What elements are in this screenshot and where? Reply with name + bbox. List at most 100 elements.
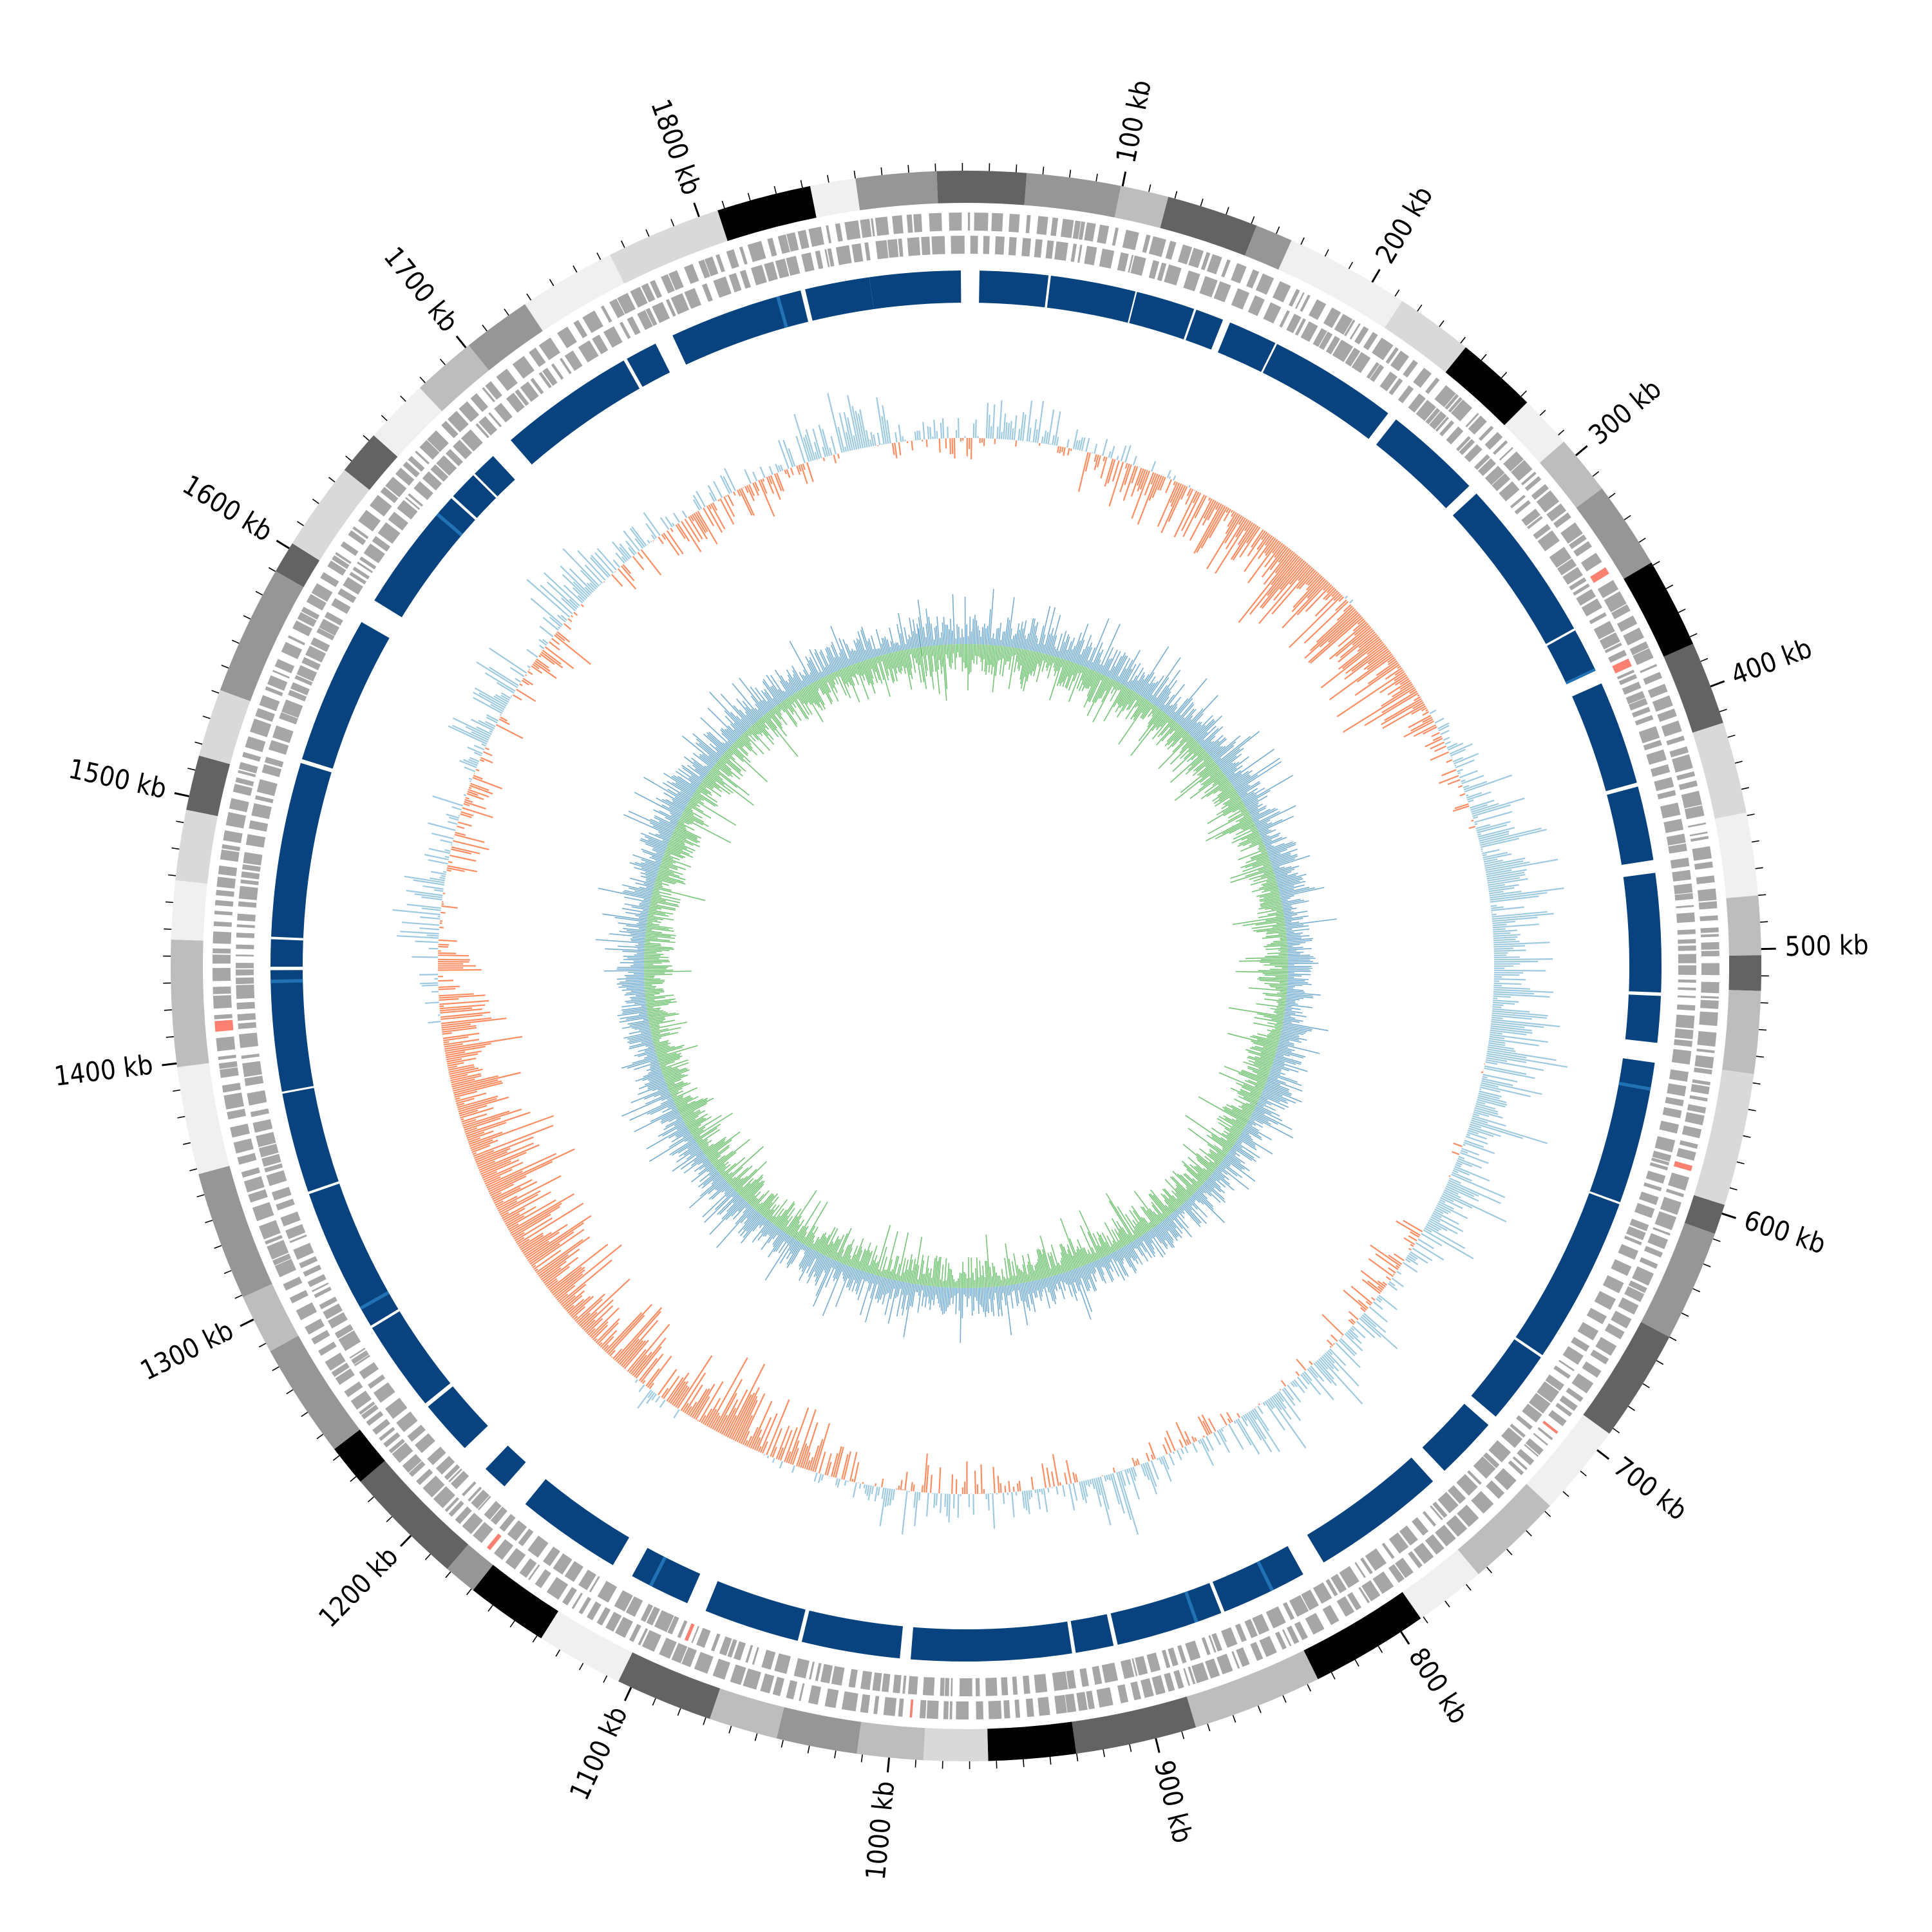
- gc-content-bar: [1065, 1460, 1072, 1484]
- gc-skew-bar: [669, 839, 696, 851]
- gc-skew-bar: [1215, 1168, 1229, 1180]
- gene-feature: [913, 214, 923, 232]
- gc-content-bar: [1191, 1435, 1195, 1443]
- gc-skew-bar: [624, 974, 645, 976]
- gc-skew-bar: [1287, 990, 1305, 993]
- gc-skew-bar: [764, 1224, 775, 1237]
- gc-content-bar: [1421, 707, 1427, 712]
- gc-skew-bar: [1037, 652, 1041, 664]
- gc-content-bar: [500, 716, 508, 722]
- gc-content-bar: [1004, 1486, 1007, 1493]
- gc-content-bar: [670, 1381, 687, 1405]
- gc-content-bar: [1326, 1351, 1359, 1387]
- gene-feature: [1379, 372, 1397, 392]
- gc-content-bar: [688, 516, 703, 540]
- gc-skew-bar: [1213, 774, 1226, 784]
- gc-skew-bar: [1275, 1054, 1302, 1063]
- gc-skew-bar: [645, 875, 656, 880]
- gc-skew-bar: [927, 1285, 930, 1297]
- gene-feature: [1684, 805, 1705, 820]
- gene-feature: [256, 779, 278, 797]
- gc-skew-bar: [1257, 1039, 1278, 1046]
- gc-skew-bar: [1267, 1079, 1281, 1085]
- gene-feature: [1512, 1456, 1528, 1470]
- gc-skew-bar: [1001, 1285, 1004, 1293]
- gc-skew-bar: [1030, 625, 1036, 651]
- gene-feature: [1217, 1653, 1233, 1674]
- gc-skew-bar: [675, 1096, 692, 1105]
- gc-content-bar: [472, 1152, 477, 1155]
- gc-content-bar: [1473, 1111, 1490, 1117]
- gene-feature: [1576, 589, 1596, 606]
- gc-content-bar: [465, 797, 469, 800]
- gc-skew-bar: [1016, 629, 1021, 649]
- gc-skew-bar: [1050, 1244, 1061, 1274]
- gc-skew-bar: [1282, 898, 1301, 904]
- gc-content-bar: [1356, 655, 1394, 683]
- gc-content-bar: [586, 1318, 603, 1334]
- gc-skew-bar: [1022, 1255, 1028, 1282]
- gc-skew-bar: [813, 1255, 826, 1277]
- gc-skew-bar: [834, 1261, 839, 1270]
- gc-skew-bar: [722, 754, 741, 772]
- gc-content-bar: [681, 510, 688, 518]
- gene-feature: [1099, 249, 1115, 269]
- gc-content-bar: [1487, 877, 1520, 884]
- gc-content-bar: [1236, 1413, 1241, 1418]
- gene-feature: [1358, 1587, 1370, 1604]
- gc-content-bar: [479, 1151, 527, 1173]
- gc-skew-bar: [887, 1259, 893, 1278]
- gc-content-bar: [786, 1451, 791, 1463]
- gc-content-bar: [1437, 1202, 1468, 1220]
- gc-skew-bar: [1236, 761, 1282, 791]
- gene-feature: [1676, 905, 1694, 909]
- gc-skew-bar: [835, 1266, 852, 1307]
- gc-skew-bar: [1153, 1211, 1162, 1222]
- gc-content-bar: [424, 1001, 439, 1004]
- gc-content-bar: [1267, 556, 1300, 596]
- gene-feature: [1701, 951, 1719, 957]
- gc-content-bar: [929, 1474, 933, 1493]
- gc-content-bar: [719, 1399, 739, 1434]
- gene-feature: [652, 301, 670, 323]
- gc-skew-bar: [997, 1286, 1001, 1310]
- gc-content-bar: [1410, 1251, 1428, 1264]
- gc-content-bar: [1240, 1416, 1249, 1426]
- gc-content-bar: [1296, 568, 1315, 589]
- gc-skew-bar: [808, 1253, 821, 1277]
- gc-content-bar: [1005, 422, 1008, 440]
- gc-content-bar: [895, 431, 898, 443]
- gc-skew-bar: [933, 645, 937, 672]
- gene-feature: [370, 495, 392, 516]
- gc-content-bar: [703, 507, 715, 527]
- gc-skew-bar: [762, 1219, 768, 1226]
- gene-feature: [1054, 241, 1068, 261]
- gc-content-bar: [739, 488, 753, 516]
- gc-content-bar: [1429, 1218, 1458, 1235]
- gene-feature: [1553, 1365, 1571, 1379]
- gc-content-bar: [1119, 463, 1130, 493]
- gc-skew-bar: [653, 888, 659, 891]
- gc-skew-bar: [972, 618, 974, 645]
- gc-content-bar: [796, 465, 801, 475]
- gc-content-bar: [1226, 1412, 1233, 1423]
- gc-content-bar: [1480, 829, 1547, 846]
- gc-skew-bar: [1004, 617, 1009, 647]
- gc-content-bar: [1264, 542, 1283, 568]
- gene-feature: [1283, 1602, 1295, 1620]
- gc-skew-bar: [1222, 762, 1236, 773]
- gc-skew-bar: [886, 1278, 891, 1294]
- gc-skew-bar: [1235, 774, 1258, 790]
- gc-content-bar: [874, 1486, 878, 1502]
- gene-feature: [1628, 1280, 1647, 1293]
- gene-feature: [827, 248, 835, 267]
- gc-content-bar: [1425, 737, 1443, 748]
- coverage-block: [1262, 344, 1388, 439]
- gc-content-bar: [1430, 1216, 1441, 1223]
- contig-band: [1663, 643, 1723, 733]
- gene-feature: [216, 876, 236, 889]
- gene-feature: [232, 784, 252, 796]
- gene-feature: [1687, 1104, 1707, 1113]
- gc-content-bar: [1474, 1107, 1499, 1115]
- gc-skew-bar: [1037, 1258, 1043, 1279]
